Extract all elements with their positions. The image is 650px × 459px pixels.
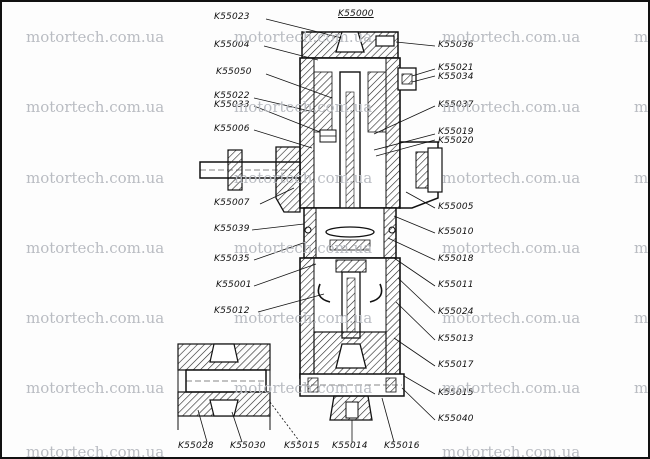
label-k55033: K55033 <box>214 100 250 110</box>
label-k55039: K55039 <box>214 224 250 234</box>
bottom-base <box>299 373 405 421</box>
label-k55035: K55035 <box>214 254 250 264</box>
label-k55024: K55024 <box>438 307 474 317</box>
label-k55014: K55014 <box>332 441 368 451</box>
label-k55000-header: K55000 <box>338 9 374 19</box>
label-k55018: K55018 <box>438 254 474 264</box>
lower-body <box>299 257 401 379</box>
left-shaft <box>199 146 301 213</box>
label-k55006: K55006 <box>214 124 250 134</box>
right-housing <box>399 141 443 209</box>
label-k55011: K55011 <box>438 280 474 290</box>
upper-body <box>299 57 417 233</box>
label-k55001: K55001 <box>216 280 252 290</box>
label-k55040: K55040 <box>438 414 474 424</box>
label-k55015-bottom: K55015 <box>284 441 320 451</box>
label-k55017: K55017 <box>438 360 474 370</box>
label-k55021: K55021 <box>438 63 474 73</box>
label-k55007: K55007 <box>214 198 250 208</box>
label-k55004: K55004 <box>214 40 250 50</box>
label-k55005: K55005 <box>438 202 474 212</box>
label-k55015-right: K55015 <box>438 388 474 398</box>
label-k55036: K55036 <box>438 40 474 50</box>
inset-detail <box>177 343 271 430</box>
leader-lines <box>197 18 436 443</box>
label-k55028: K55028 <box>178 441 214 451</box>
label-k55034: K55034 <box>438 72 474 82</box>
label-k55020: K55020 <box>438 136 474 146</box>
label-k55037: K55037 <box>438 100 474 110</box>
label-k55050: K55050 <box>216 67 252 77</box>
label-k55012: K55012 <box>214 306 250 316</box>
label-k55022: K55022 <box>214 91 250 101</box>
middle-section <box>303 207 397 259</box>
label-k55013: K55013 <box>438 334 474 344</box>
label-k55010: K55010 <box>438 227 474 237</box>
label-k55030: K55030 <box>230 441 266 451</box>
top-cap <box>301 31 399 73</box>
label-k55023: K55023 <box>214 12 250 22</box>
label-k55016: K55016 <box>384 441 420 451</box>
label-k55019: K55019 <box>438 127 474 137</box>
